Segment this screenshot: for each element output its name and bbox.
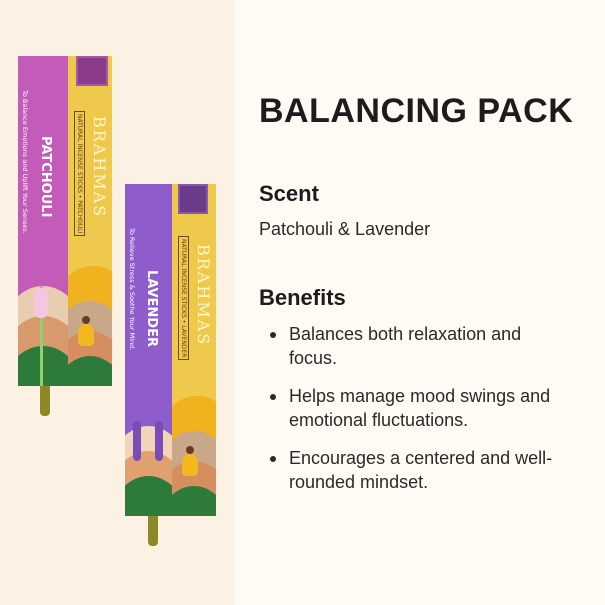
brand-logo: BRAHMAS [194,244,213,347]
box-front-face: NATURAL INCENSE STICKS • PATCHOULI BRAHM… [68,56,112,386]
brand-logo: BRAHMAS [90,116,109,219]
benefits-heading: Benefits [259,285,346,310]
meditating-person-icon [182,454,198,476]
flower-icon [40,286,43,386]
box-side-face: To Relieve Stress & Soothe Your Mind. LA… [125,184,172,516]
benefit-item: Encourages a centered and well-rounded m… [268,446,568,494]
stamp-logo [76,56,108,86]
lavender-box: To Relieve Stress & Soothe Your Mind. LA… [125,184,216,546]
stamp-logo [178,184,208,214]
benefits-list: Balances both relaxation and focus. Help… [268,322,568,508]
page-title: BALANCING PACK [259,92,574,130]
box-tab [148,514,158,546]
benefit-item: Helps manage mood swings and emotional f… [268,384,568,432]
meditating-person-icon [78,324,94,346]
product-label: NATURAL INCENSE STICKS • PATCHOULI [74,111,85,237]
benefit-item: Balances both relaxation and focus. [268,322,568,370]
product-label: NATURAL INCENSE STICKS • LAVENDER [178,236,189,361]
box-front-face: NATURAL INCENSE STICKS • LAVENDER BRAHMA… [172,184,216,516]
scent-heading: Scent [259,181,319,206]
box-side-face: To Balance Emotions and Uplift Your Sens… [18,56,68,386]
scent-value: Patchouli & Lavender [259,219,431,239]
patchouli-box: To Balance Emotions and Uplift Your Sens… [18,56,112,416]
lavender-flower-icon [133,421,141,461]
product-name: LAVENDER [144,270,159,347]
product-tagline: To Balance Emotions and Uplift Your Sens… [21,90,29,234]
product-tagline: To Relieve Stress & Soothe Your Mind. [128,228,136,351]
box-tab [40,384,50,416]
product-name: PATCHOULI [38,136,53,218]
